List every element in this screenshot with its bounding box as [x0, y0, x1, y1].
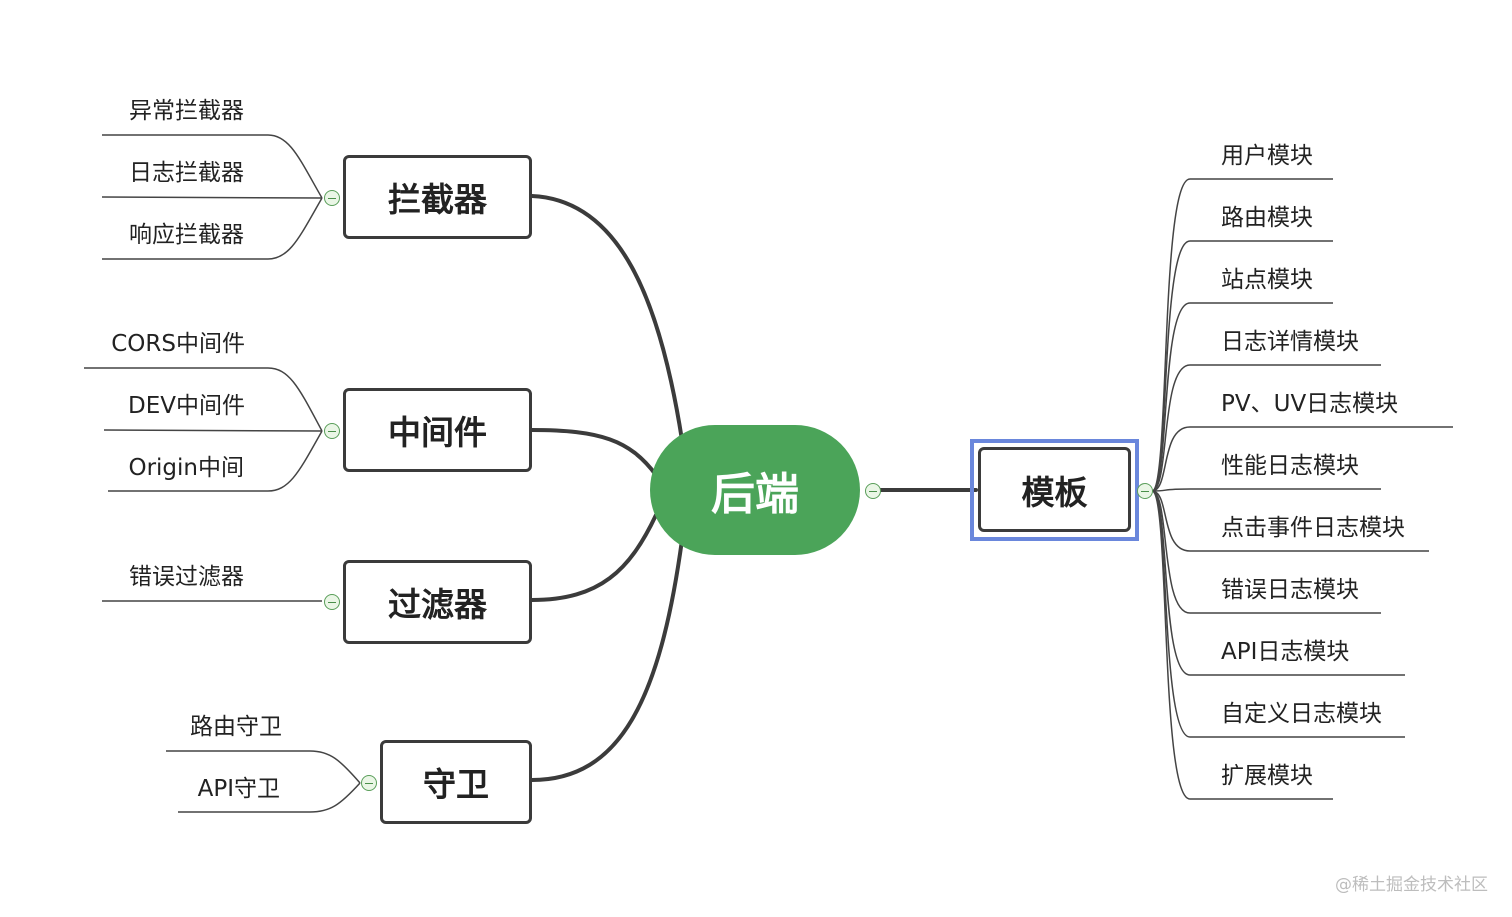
central-topic[interactable]: 后端	[650, 425, 860, 555]
leaf-template-10[interactable]: 自定义日志模块	[1221, 701, 1382, 727]
topic-guard[interactable]: 守卫	[380, 740, 532, 824]
template-leaf-connector-4	[1151, 364, 1381, 492]
connector-central-to-guard	[530, 538, 684, 782]
topic-interceptor-label: 拦截器	[388, 180, 487, 219]
leaf-template-4[interactable]: 日志详情模块	[1221, 329, 1359, 355]
leaf-template-3[interactable]: 站点模块	[1221, 267, 1313, 293]
leaf-cors-middleware[interactable]: CORS中间件	[111, 331, 245, 357]
topic-filter[interactable]: 过滤器	[343, 560, 532, 644]
collapse-icon-central-right[interactable]	[865, 483, 881, 499]
topic-template-label: 模板	[1021, 472, 1088, 512]
leaf-log-interceptor[interactable]: 日志拦截器	[129, 160, 244, 186]
topic-filter-label: 过滤器	[388, 585, 487, 624]
topic-middleware-label: 中间件	[388, 413, 487, 452]
topic-guard-label: 守卫	[423, 765, 489, 804]
template-leaf-connector-3	[1151, 302, 1333, 492]
leaf-route-guard[interactable]: 路由守卫	[190, 714, 282, 740]
leaf-origin-middleware[interactable]: Origin中间	[128, 455, 244, 481]
collapse-icon-template[interactable]	[1137, 483, 1153, 499]
collapse-icon-filter[interactable]	[324, 594, 340, 610]
template-leaf-connector-2	[1151, 240, 1333, 492]
leaf-template-2[interactable]: 路由模块	[1221, 205, 1313, 231]
leaf-template-1[interactable]: 用户模块	[1221, 143, 1313, 169]
connector-central-to-filter	[530, 513, 658, 602]
leaf-error-filter[interactable]: 错误过滤器	[129, 564, 244, 590]
topic-interceptor[interactable]: 拦截器	[343, 155, 532, 239]
leaf-template-8[interactable]: 错误日志模块	[1221, 577, 1359, 603]
topic-template[interactable]: 模板	[978, 447, 1131, 532]
collapse-icon-middleware[interactable]	[324, 423, 340, 439]
leaf-template-5[interactable]: PV、UV日志模块	[1221, 391, 1399, 417]
connector-central-to-middleware	[530, 428, 658, 477]
leaf-template-7[interactable]: 点击事件日志模块	[1221, 515, 1405, 541]
watermark: @稀土掘金技术社区	[1335, 875, 1488, 895]
leaf-dev-middleware[interactable]: DEV中间件	[128, 393, 245, 419]
leaf-api-guard[interactable]: API守卫	[197, 776, 280, 802]
topic-middleware[interactable]: 中间件	[343, 388, 532, 472]
central-topic-label: 后端	[711, 469, 799, 520]
template-leaf-connector-7	[1151, 490, 1429, 552]
leaf-template-9[interactable]: API日志模块	[1221, 639, 1350, 665]
leaf-template-11[interactable]: 扩展模块	[1221, 763, 1313, 789]
collapse-icon-interceptor[interactable]	[324, 190, 340, 206]
template-leaf-connector-6	[1151, 488, 1381, 492]
collapse-icon-guard[interactable]	[361, 775, 377, 791]
template-leaf-connector-11	[1151, 490, 1333, 800]
connector-central-to-interceptor	[530, 194, 684, 442]
template-leaf-connector-8	[1151, 490, 1381, 614]
leaf-exception-interceptor[interactable]: 异常拦截器	[129, 98, 244, 124]
leaf-template-6[interactable]: 性能日志模块	[1221, 453, 1359, 479]
template-leaf-connector-5	[1151, 426, 1453, 492]
leaf-response-interceptor[interactable]: 响应拦截器	[129, 222, 244, 248]
